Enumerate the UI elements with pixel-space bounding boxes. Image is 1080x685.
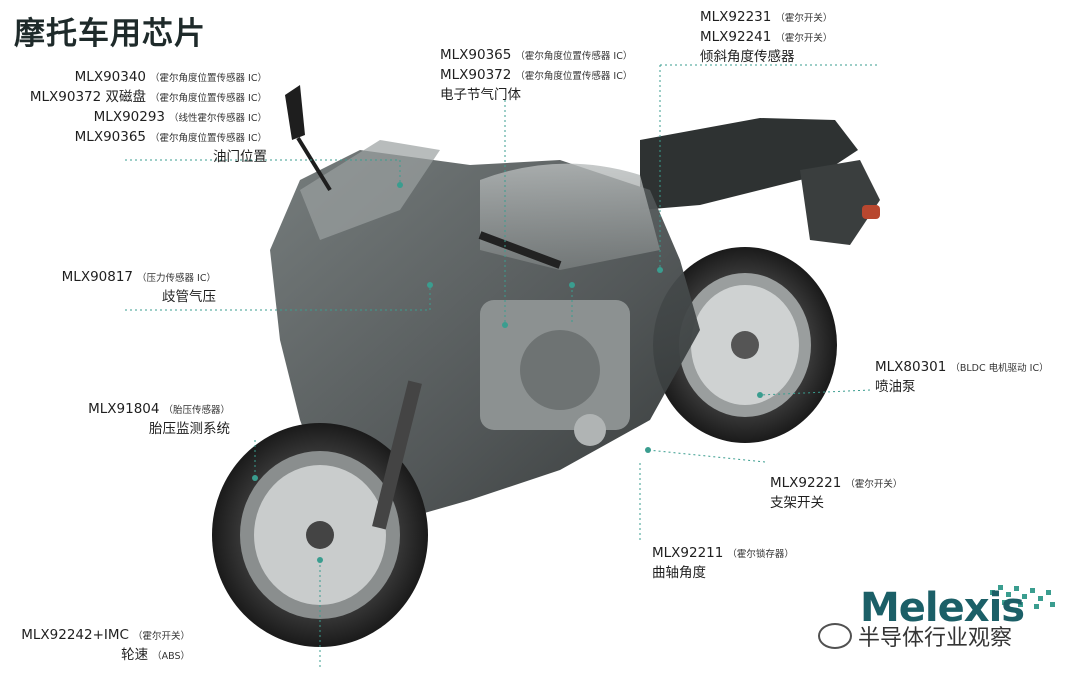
page-title: 摩托车用芯片: [14, 16, 206, 52]
label-tpms: MLX91804（胎压传感器） 胎压监测系统: [88, 401, 230, 437]
front-wheel: [212, 423, 428, 647]
leader-lines: [125, 64, 880, 670]
label-manifold: MLX90817（压力传感器 IC） 歧管气压: [61, 269, 216, 305]
watermark-text: 半导体行业观察: [858, 626, 1013, 651]
label-crank: MLX92211（霍尔锁存器） 曲轴角度: [652, 545, 794, 581]
wechat-icon: [818, 623, 852, 649]
label-stand: MLX92221（霍尔开关） 支架开关: [770, 475, 903, 511]
logo-pixels: [990, 585, 1055, 609]
leader-dots: [252, 182, 763, 563]
label-tilt: MLX92231（霍尔开关） MLX92241（霍尔开关） 倾斜角度传感器: [700, 9, 833, 65]
label-wheelspeed: MLX92242+IMC（霍尔开关） 轮速（ABS）: [21, 627, 190, 663]
melexis-logo: Melexis: [860, 585, 1025, 631]
watermark: 半导体行业观察: [818, 620, 1012, 652]
engine: [480, 300, 630, 446]
label-throttle: MLX90340（霍尔角度位置传感器 IC） MLX90372 双磁盘（霍尔角度…: [29, 69, 267, 165]
label-fuelpump: MLX80301（BLDC 电机驱动 IC） 喷油泵: [875, 359, 1049, 395]
label-etb: MLX90365（霍尔角度位置传感器 IC） MLX90372（霍尔角度位置传感…: [440, 47, 633, 103]
tail: [800, 160, 880, 245]
seat: [640, 118, 858, 210]
tank: [480, 163, 660, 270]
tail-light: [862, 205, 880, 219]
windscreen: [300, 140, 440, 240]
rear-wheel: [653, 247, 837, 443]
